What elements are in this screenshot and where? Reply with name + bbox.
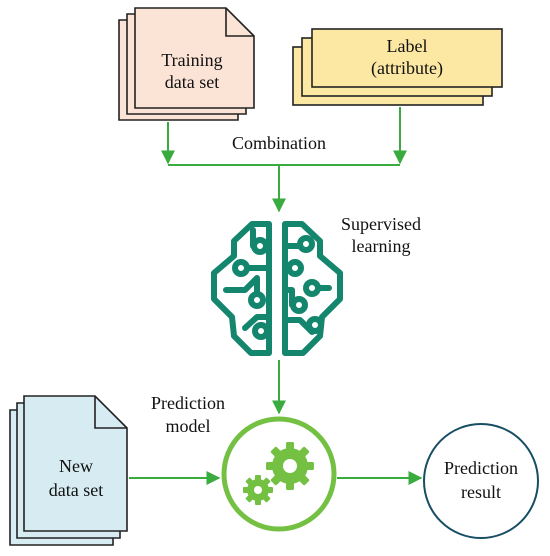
- prediction-model-label-2: model: [166, 416, 211, 436]
- supervised-learning-label-2: learning: [352, 236, 411, 256]
- prediction-result-label-1: Prediction: [444, 458, 518, 478]
- training-data-label-1: Training: [161, 50, 222, 70]
- new-data-stack: New data set: [9, 395, 128, 546]
- label-attribute-stack: Label (attribute): [292, 28, 503, 106]
- gears-icon: [243, 442, 314, 505]
- label-attribute-box: [311, 28, 503, 88]
- training-data-stack: Training data set: [118, 7, 255, 121]
- new-data-label-2: data set: [49, 480, 103, 500]
- label-attribute-label-2: (attribute): [371, 58, 443, 79]
- supervised-learning-label-1: Supervised: [341, 214, 421, 234]
- training-data-label-2: data set: [165, 72, 219, 92]
- new-data-label-1: New: [59, 456, 93, 476]
- prediction-result-node: Prediction result: [423, 423, 539, 539]
- combination-connector: [161, 107, 407, 213]
- prediction-model-node: [221, 416, 337, 532]
- prediction-result-circle: [423, 423, 539, 539]
- new-data-document: [23, 395, 128, 532]
- combination-label: Combination: [232, 133, 326, 153]
- label-attribute-label-1: Label: [387, 36, 428, 56]
- brain-circuit-icon: [211, 221, 343, 356]
- prediction-result-label-2: result: [461, 482, 501, 502]
- prediction-model-label-1: Prediction: [151, 393, 225, 413]
- training-data-document: [134, 7, 255, 109]
